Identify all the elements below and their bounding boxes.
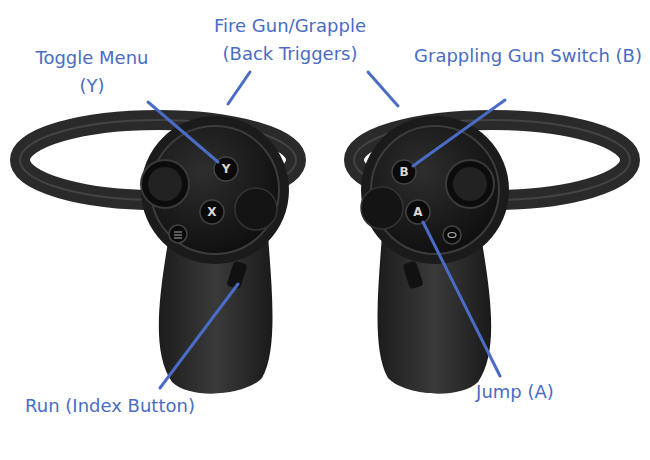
callout-label: Grappling Gun Switch (B) (412, 42, 644, 70)
button-letter: Y (218, 162, 234, 176)
callout-label: Toggle Menu (Y) (22, 44, 162, 100)
right-controller (354, 116, 630, 394)
button-letter: B (396, 165, 412, 179)
left-controller (20, 116, 296, 394)
callout-label: Fire Gun/Grapple (Back Triggers) (190, 12, 390, 68)
callout-label: Jump (A) (473, 378, 557, 406)
button-letter: A (410, 205, 426, 219)
leader-lines (148, 72, 505, 388)
button-letter: X (204, 205, 220, 219)
callout-label: Run (Index Button) (5, 392, 215, 420)
